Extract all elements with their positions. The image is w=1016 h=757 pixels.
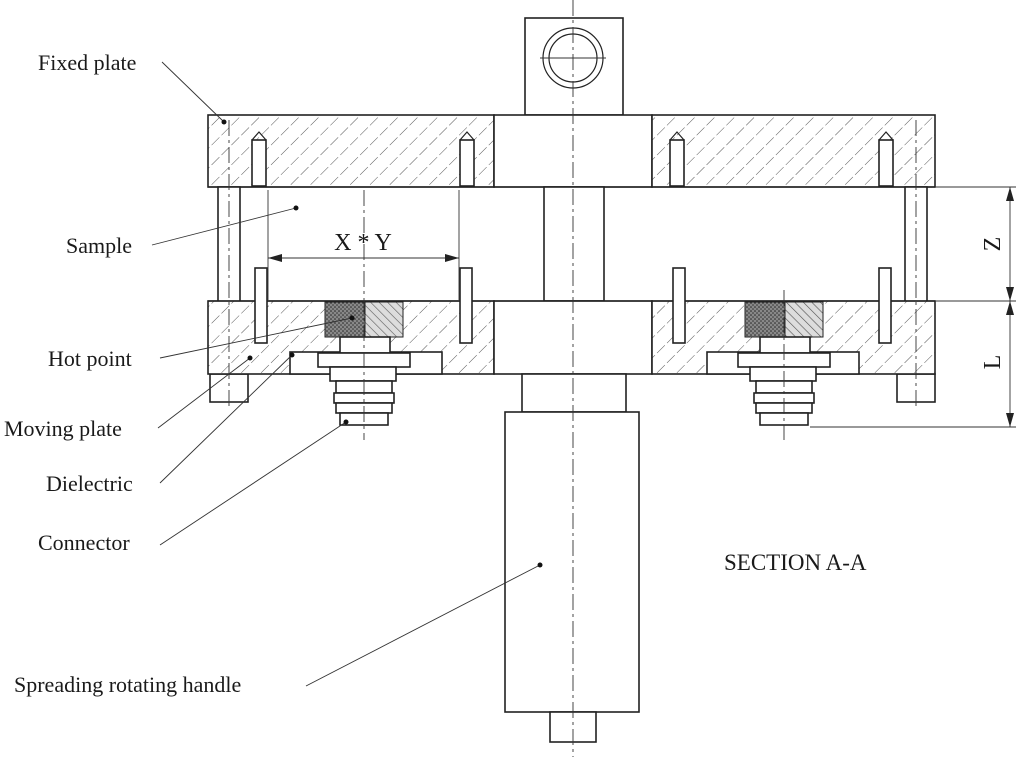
xy-dimension-label: X * Y [334,230,392,256]
z-dimension-label: Z [980,237,1006,252]
leader-lines [151,61,543,687]
central-shaft [543,186,605,302]
label-connector: Connector [38,530,130,555]
sample-extent-lines [267,190,460,300]
section-title: SECTION A-A [724,550,867,575]
xy-dimension: X * Y [268,230,459,262]
hot-point-right [744,301,824,354]
top-lug [524,17,624,116]
label-spreading-handle: Spreading rotating handle [14,672,241,697]
label-dielectric: Dielectric [46,471,133,496]
label-moving-plate: Moving plate [4,416,122,441]
spreading-handle [504,373,640,743]
fixed-plate [207,114,936,188]
label-sample: Sample [66,233,132,258]
label-fixed-plate: Fixed plate [38,50,136,75]
moving-plate-pins [254,267,892,344]
label-hot-point: Hot point [48,346,132,371]
centre-lines [228,0,917,757]
l-dimension-label: L [980,355,1006,370]
fixed-plate-pins [251,131,894,187]
connector-right [737,352,831,426]
z-l-dimensions: Z L [810,186,1016,428]
